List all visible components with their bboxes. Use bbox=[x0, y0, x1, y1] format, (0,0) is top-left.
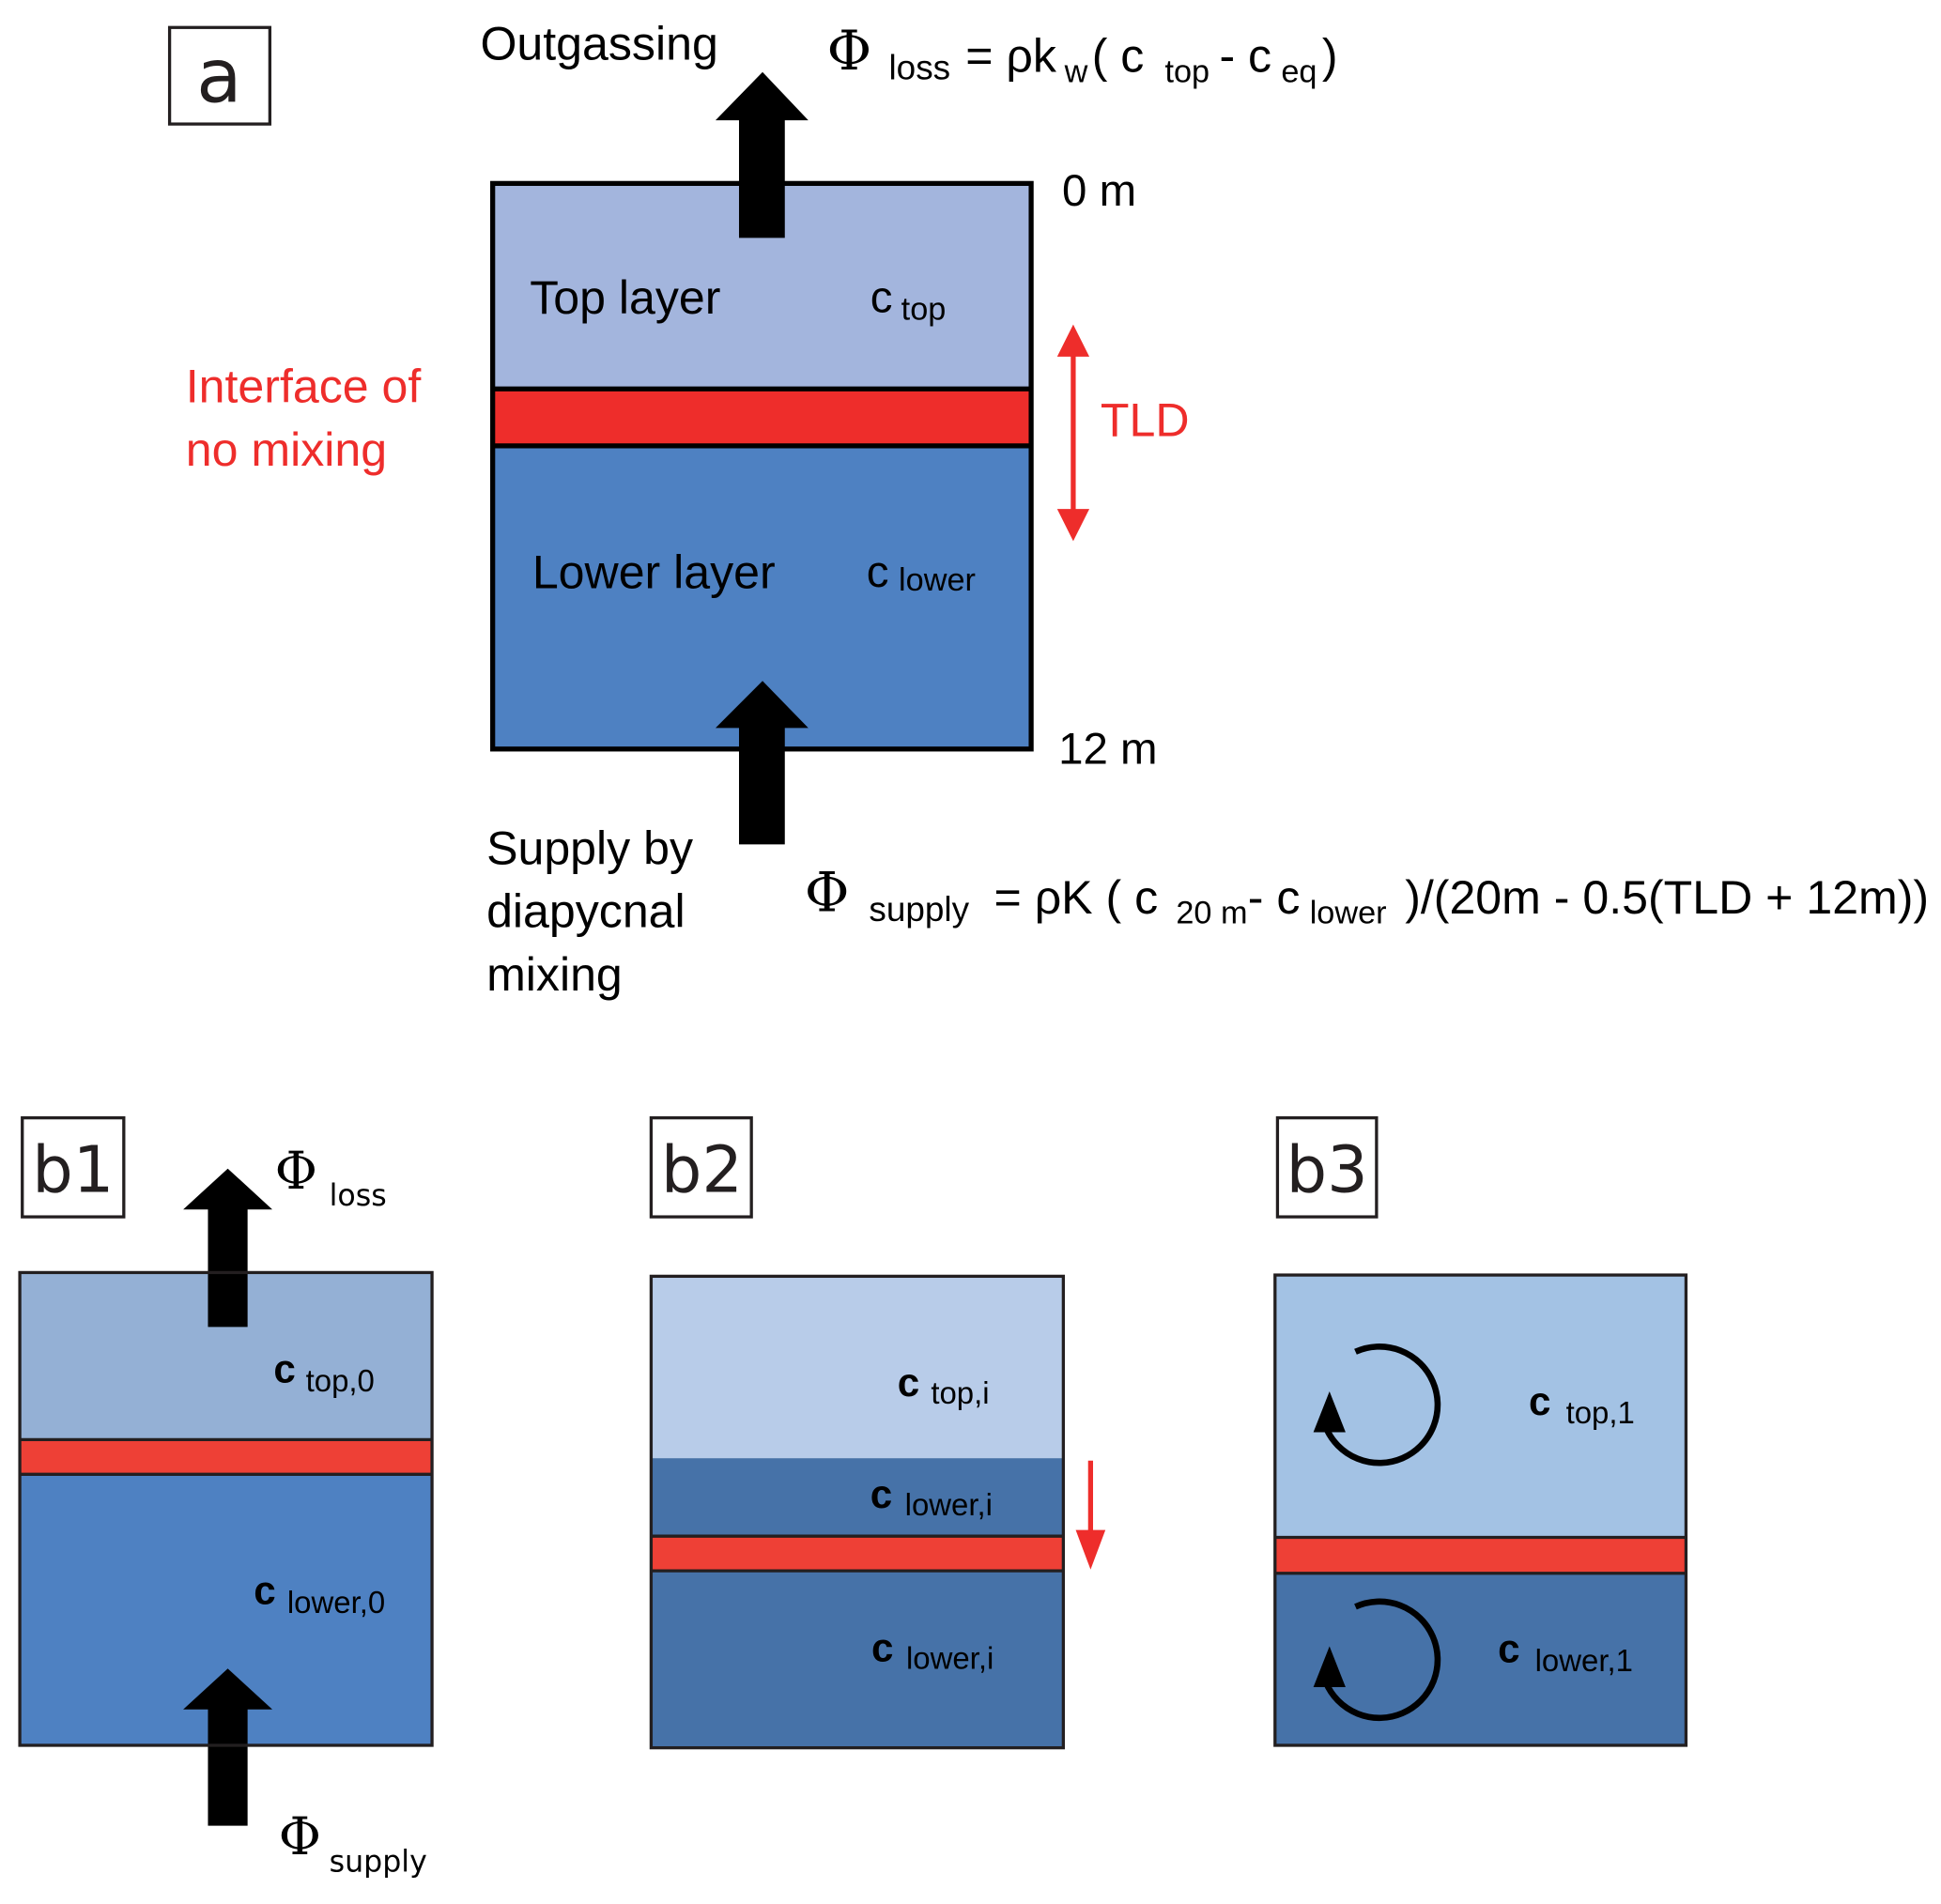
top-layer bbox=[1274, 1275, 1687, 1538]
supply-subscript: supply bbox=[869, 890, 969, 929]
panel-b3-label: b3 bbox=[1286, 1133, 1368, 1208]
loss-subscript: loss bbox=[888, 49, 950, 87]
tld-double-arrow bbox=[1056, 324, 1090, 542]
panel-b3: b3 c top,1 c lower,1 bbox=[1273, 1115, 1688, 1747]
c-top-subscript: top,0 bbox=[306, 1363, 375, 1398]
c-top-subscript: top,i bbox=[931, 1375, 989, 1410]
interface-band bbox=[492, 389, 1032, 446]
interface-band bbox=[20, 1439, 433, 1475]
interface-label-line2: no mixing bbox=[186, 423, 387, 476]
c-lower-subscript: lower,0 bbox=[287, 1585, 385, 1620]
supply-rest: )/(20m - 0.5(TLD + 12m)) bbox=[1405, 871, 1929, 924]
supply-minus: - c bbox=[1248, 871, 1301, 924]
c-top-symbol: c bbox=[273, 1347, 295, 1391]
supply-eq: = ρK ( c bbox=[994, 871, 1159, 924]
panel-a-label-box bbox=[167, 25, 272, 126]
loss-w-subscript: w bbox=[1064, 54, 1088, 89]
water-column-box bbox=[18, 1270, 434, 1747]
loss-paren: ( c bbox=[1092, 30, 1145, 83]
loss-eq-subscript: eq bbox=[1281, 54, 1317, 89]
lower-layer bbox=[651, 1571, 1064, 1748]
loss-arrow bbox=[183, 1168, 273, 1328]
c-lower-symbol: c bbox=[867, 547, 889, 597]
c-lower-subscript-upper: lower,i bbox=[905, 1487, 993, 1522]
lower-layer-upper-part bbox=[651, 1458, 1064, 1537]
c-lower-subscript: lower,i bbox=[906, 1640, 994, 1675]
panel-b2-label: b2 bbox=[661, 1133, 743, 1208]
phi-supply-subscript: supply bbox=[330, 1845, 427, 1879]
supply-label-line3: mixing bbox=[486, 948, 623, 1001]
c-top-subscript: top,1 bbox=[1566, 1395, 1635, 1430]
water-column-box bbox=[649, 1274, 1066, 1750]
supply-arrow bbox=[715, 681, 809, 845]
c-lower-subscript: lower,1 bbox=[1535, 1643, 1633, 1678]
tld-label: TLD bbox=[1101, 393, 1190, 446]
loss-close: ) bbox=[1322, 30, 1338, 83]
supply-label-line1: Supply by bbox=[486, 821, 693, 874]
loss-formula: Φ loss = ρk w ( c top - c eq ) bbox=[827, 19, 1338, 89]
interface-deepening-arrow bbox=[1075, 1460, 1106, 1570]
c-lower-symbol: c bbox=[871, 1625, 893, 1669]
panel-a: a Outgassing Φ loss = ρk w ( c top - c e… bbox=[167, 18, 1929, 1001]
c-top-symbol: c bbox=[1529, 1379, 1550, 1423]
supply-lower-subscript: lower bbox=[1310, 896, 1387, 931]
panel-b2: b2 c top,i c lower,i c lower,i bbox=[649, 1115, 1106, 1750]
panel-b2-label-box bbox=[649, 1115, 753, 1219]
panel-a-label: a bbox=[196, 33, 241, 119]
mixing-circular-arrow-top-icon bbox=[1313, 1344, 1441, 1466]
supply-20m-subscript: 20 m bbox=[1176, 896, 1247, 931]
supply-label-line2: diapycnal bbox=[486, 885, 686, 938]
top-layer bbox=[651, 1276, 1064, 1459]
supply-formula: Φ supply = ρK ( c 20 m - c lower )/(20m … bbox=[805, 860, 1929, 930]
loss-minus: - c bbox=[1219, 30, 1271, 83]
interface-label-line1: Interface of bbox=[186, 361, 422, 413]
depth-12m: 12 m bbox=[1058, 725, 1157, 775]
outgassing-label: Outgassing bbox=[480, 18, 717, 70]
panel-b3-label-box bbox=[1275, 1115, 1379, 1219]
phi-loss-subscript: loss bbox=[330, 1179, 387, 1213]
interface-band bbox=[1274, 1537, 1687, 1574]
lower-layer bbox=[1274, 1573, 1687, 1745]
depth-0m: 0 m bbox=[1062, 166, 1136, 216]
phi-symbol: Φ bbox=[827, 19, 872, 83]
c-lower-symbol: c bbox=[1498, 1627, 1519, 1671]
loss-top-subscript: top bbox=[1164, 54, 1209, 89]
panel-b1: b1 Φ loss Φ supply c top,0 c lower,0 bbox=[18, 1115, 434, 1879]
lower-layer-label: Lower layer bbox=[532, 545, 776, 598]
phi-loss-symbol: Φ bbox=[275, 1142, 317, 1202]
c-top-subscript: top bbox=[901, 291, 947, 327]
c-lower-subscript: lower bbox=[899, 562, 976, 598]
mixing-circular-arrow-lower-icon bbox=[1313, 1598, 1441, 1722]
supply-arrow bbox=[183, 1668, 273, 1826]
c-top-symbol: c bbox=[870, 272, 893, 322]
loss-eq: = ρk bbox=[965, 30, 1057, 83]
phi-symbol: Φ bbox=[805, 860, 850, 924]
outgassing-arrow bbox=[715, 71, 809, 238]
phi-supply-symbol: Φ bbox=[279, 1807, 321, 1867]
c-lower-symbol-upper: c bbox=[870, 1472, 892, 1516]
panel-b1-label-box bbox=[21, 1115, 126, 1219]
c-top-symbol: c bbox=[898, 1360, 919, 1405]
panel-b1-label: b1 bbox=[32, 1133, 114, 1208]
top-layer-label: Top layer bbox=[530, 271, 720, 324]
interface-band bbox=[651, 1536, 1064, 1572]
water-column-box bbox=[1273, 1273, 1688, 1747]
c-lower-symbol: c bbox=[254, 1569, 275, 1613]
